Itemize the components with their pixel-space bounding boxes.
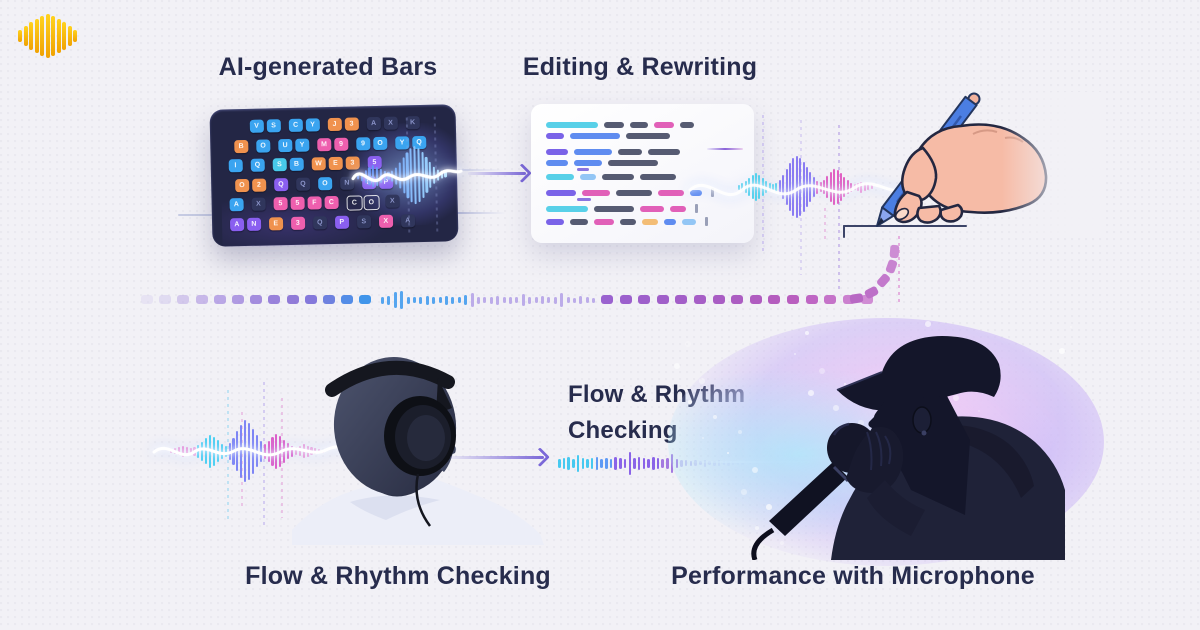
rapper-microphone-illustration (751, 336, 1065, 560)
arm (867, 480, 925, 536)
caption-flow-rhythm: Flow & Rhythm Checking (245, 562, 551, 590)
tablet-wave-line (351, 169, 463, 182)
earring (921, 430, 927, 436)
editor-accent-line (707, 148, 743, 150)
waveform-logo-icon (18, 13, 80, 59)
arrow-listen-to-check (450, 456, 544, 459)
mic-highlight (832, 422, 850, 436)
headphone-band (325, 360, 455, 397)
baseline-left (178, 214, 212, 216)
lyrics-editor-card (531, 104, 754, 243)
ear (912, 406, 932, 434)
hand-fade (1002, 92, 1102, 237)
headphone-cable (415, 473, 432, 527)
cap (837, 336, 1001, 411)
step3-title-line2: Checking (568, 417, 678, 444)
listener-headphones-illustration (292, 357, 544, 545)
grid-column (838, 125, 840, 293)
baseline-right-upper (458, 169, 504, 171)
writing-baseline (843, 225, 967, 227)
grid-column (824, 208, 826, 240)
shirt (292, 478, 544, 545)
step1-title: AI-generated Bars (218, 53, 438, 81)
mic-ring (832, 465, 850, 483)
cap-brim-edge (836, 371, 883, 391)
arrow-step1-to-step2 (468, 172, 526, 175)
caption-performance: Performance with Microphone (671, 562, 1035, 590)
listening-wave-line (152, 445, 358, 457)
ai-bars-tablet-illustration: VSCYJ3AXKBOUYM99OYQIQSBWE35O2QQONOPAX55F… (209, 104, 463, 248)
ear-cup-inner (407, 415, 445, 461)
grid-column (898, 236, 900, 306)
mic-cable (751, 527, 775, 560)
grid-column (281, 398, 283, 518)
writing-baseline-tick (843, 225, 845, 238)
step2-title: Editing & Rewriting (522, 53, 758, 81)
hood-fold (931, 424, 1034, 498)
grid-column (227, 390, 229, 520)
baseline-right (456, 212, 506, 214)
face-profile (868, 396, 970, 515)
finger-lines (866, 431, 892, 471)
mic-handle (769, 462, 848, 536)
